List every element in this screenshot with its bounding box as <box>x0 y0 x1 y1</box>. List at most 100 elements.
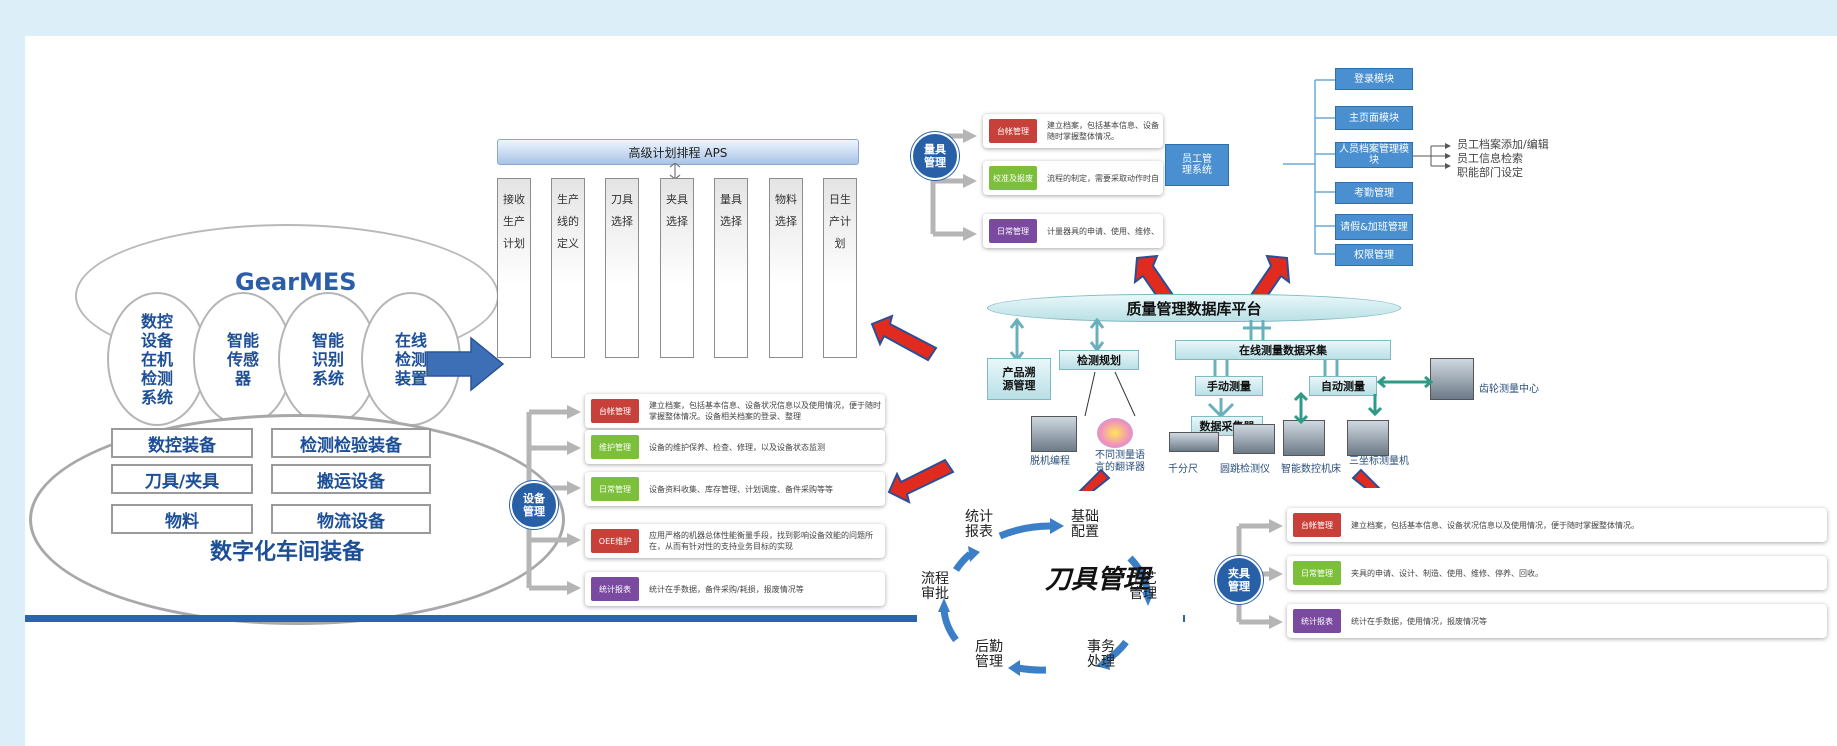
aps-column: 接收生产计划 <box>497 178 531 358</box>
badge-label: 夹具 管理 <box>1228 567 1250 593</box>
mgmt-card: 台帐管理建立档案，包括基本信息、设备 随时掌握整体情况。 <box>983 114 1163 148</box>
fixture-mgmt-badge: 夹具 管理 <box>1215 556 1263 604</box>
device-label: 千分尺 <box>1168 464 1198 475</box>
device-label: 脱机编程 <box>1030 456 1070 467</box>
equipment-box: 物料 <box>111 504 253 534</box>
mgmt-card: OEE维护应用严格的机器总体性能衡量手段，找到影响设备效能的问题所在，从而有针对… <box>585 524 885 558</box>
diagram-canvas: GearMES 数控 设备 在机 检测 系统 智能 传感 器 智能 识别 系统 … <box>25 36 1837 746</box>
aps-column: 生产线的定义 <box>551 178 585 358</box>
system-oval: 在线 检测 装置 <box>361 292 461 426</box>
tool-item: 事务 处理 <box>1087 639 1115 670</box>
staff-module: 考勤管理 <box>1335 182 1413 204</box>
translator-icon <box>1097 418 1133 448</box>
cnc-machine-icon <box>1283 420 1325 456</box>
staff-module: 主页面模块 <box>1335 106 1413 130</box>
plan-lines <box>1084 371 1136 417</box>
manual-measure-box: 手动测量 <box>1195 376 1263 396</box>
tree-connector <box>1283 79 1451 255</box>
staff-sub-item: 职能部门设定 <box>1457 166 1523 179</box>
staff-module: 登录模块 <box>1335 68 1413 90</box>
tool-cycle-ring <box>938 518 1154 676</box>
runout-tester-icon <box>1233 424 1275 454</box>
card-tag: 台帐管理 <box>1293 513 1341 537</box>
box-label: 产品溯 源管理 <box>1002 366 1036 392</box>
mgmt-card: 统计报表统计在手数据，备件采购/耗损，报废情况等 <box>585 572 885 606</box>
device-label: 齿轮测量中心 <box>1479 384 1539 395</box>
staff-sub-item: 员工档案添加/编辑 <box>1457 138 1549 151</box>
cmm-icon <box>1347 420 1389 456</box>
card-tag: 统计报表 <box>1293 609 1341 633</box>
mgmt-card: 日常管理计量器具的申请、使用、维修、 <box>983 214 1163 248</box>
aps-title-bar: 高级计划排程 APS <box>497 139 859 165</box>
device-label: 三坐标测量机 <box>1349 456 1409 467</box>
device-label: 圆跳检测仪 <box>1220 464 1270 475</box>
quality-db-platform: 质量管理数据库平台 <box>987 294 1401 322</box>
equipment-box: 数控装备 <box>111 428 253 458</box>
double-arrow-icon <box>669 163 681 179</box>
gear-center-icon <box>1430 358 1474 400</box>
system-oval: 智能 传感 器 <box>193 292 293 426</box>
system-label: 智能 识别 系统 <box>311 330 344 388</box>
tree-label: 员工管 理系统 <box>1182 154 1212 176</box>
system-oval: 数控 设备 在机 检测 系统 <box>107 292 207 426</box>
equipment-box: 刀具/夹具 <box>111 464 253 494</box>
divider-line <box>25 615 1185 622</box>
equipment-box: 物流设备 <box>271 504 431 534</box>
device-label: 不同测量语 言的翻译器 <box>1095 450 1145 473</box>
red-arrow-icon <box>870 314 938 362</box>
bracket-connector <box>930 129 977 241</box>
equipment-mgmt-badge: 设备 管理 <box>510 481 558 529</box>
arrow-icon <box>1376 376 1434 388</box>
mgmt-card: 日常管理夹具的申请、设计、制造、使用、维修、停养、回收。 <box>1287 556 1827 590</box>
gearmes-title: GearMES <box>235 268 357 296</box>
mgmt-card: 维护管理设备的维护保养、检查、修理，以及设备状态监测 <box>585 430 885 464</box>
card-text: 设备的维护保养、检查、修理，以及设备状态监测 <box>649 442 825 452</box>
staff-module: 请假&加班管理 <box>1335 214 1413 240</box>
equipment-title: 数字化车间装备 <box>210 540 365 565</box>
card-tag: 台帐管理 <box>591 399 639 423</box>
card-tag: 日常管理 <box>591 477 639 501</box>
card-tag: 台帐管理 <box>989 119 1037 143</box>
tool-item: 统计 报表 <box>965 509 993 540</box>
tool-item: 基础 配置 <box>1071 509 1099 540</box>
staff-module: 人员档案管理模块 <box>1335 142 1413 168</box>
tool-mgmt-title: 刀具管理 <box>1045 565 1150 595</box>
mgmt-card: 台帐管理建立档案，包括基本信息、设备状况信息以及使用情况，便于随时掌握整体情况。… <box>585 394 885 428</box>
mgmt-card: 台帐管理建立档案，包括基本信息、设备状况信息以及使用情况，便于随时掌握整体情况。 <box>1287 508 1827 542</box>
card-text: 建立档案，包括基本信息、设备状况信息以及使用情况，便于随时掌握整体情况。设备相关… <box>649 401 881 421</box>
mgmt-card: 统计报表统计在手数据，使用情况，报废情况等 <box>1287 604 1827 638</box>
staff-sub-item: 员工信息检索 <box>1457 152 1523 165</box>
micrometer-icon <box>1169 432 1219 452</box>
card-text: 建立档案，包括基本信息、设备 随时掌握整体情况。 <box>1047 121 1159 141</box>
system-label: 数控 设备 在机 检测 系统 <box>140 311 173 407</box>
aps-column: 刀具选择 <box>605 178 639 358</box>
system-label: 智能 传感 器 <box>226 330 259 388</box>
device-label: 智能数控机床 <box>1281 464 1341 475</box>
card-tag: OEE维护 <box>591 529 639 553</box>
badge-label: 量具 管理 <box>924 143 946 169</box>
tool-item: 工艺 管理 <box>1129 571 1157 602</box>
card-text: 应用严格的机器总体性能衡量手段，找到影响设备效能的问题所在，从而有针对性的支持业… <box>649 531 873 551</box>
card-tag: 维护管理 <box>591 435 639 459</box>
auto-measure-box: 自动测量 <box>1309 376 1377 396</box>
card-text: 夹具的申请、设计、制造、使用、维修、停养、回收。 <box>1351 568 1543 578</box>
red-arrow-icon <box>887 458 955 504</box>
aps-column: 物料选择 <box>769 178 803 358</box>
equipment-box: 检测检验装备 <box>271 428 431 458</box>
card-tag: 校准及报废 <box>989 166 1037 190</box>
card-text: 流程的制定，需要采取动作时自 <box>1047 173 1159 183</box>
card-tag: 统计报表 <box>591 577 639 601</box>
system-label: 在线 检测 装置 <box>394 330 427 388</box>
online-connector <box>1207 360 1339 419</box>
product-trace-box: 产品溯 源管理 <box>987 358 1051 400</box>
aps-column: 量具选择 <box>714 178 748 358</box>
card-text: 统计在手数据，使用情况，报废情况等 <box>1351 616 1487 626</box>
gauge-mgmt-badge: 量具 管理 <box>911 132 959 180</box>
computer-icon <box>1031 416 1077 452</box>
auto-connector <box>1293 392 1383 425</box>
card-text: 计量器具的申请、使用、维修、 <box>1047 226 1159 236</box>
mgmt-card: 日常管理设备资料收集、库存管理、计划调度、备件采购等等 <box>585 472 885 506</box>
arrow-right-icon <box>426 336 505 392</box>
card-tag: 日常管理 <box>989 219 1037 243</box>
aps-column: 夹具选择 <box>660 178 694 358</box>
